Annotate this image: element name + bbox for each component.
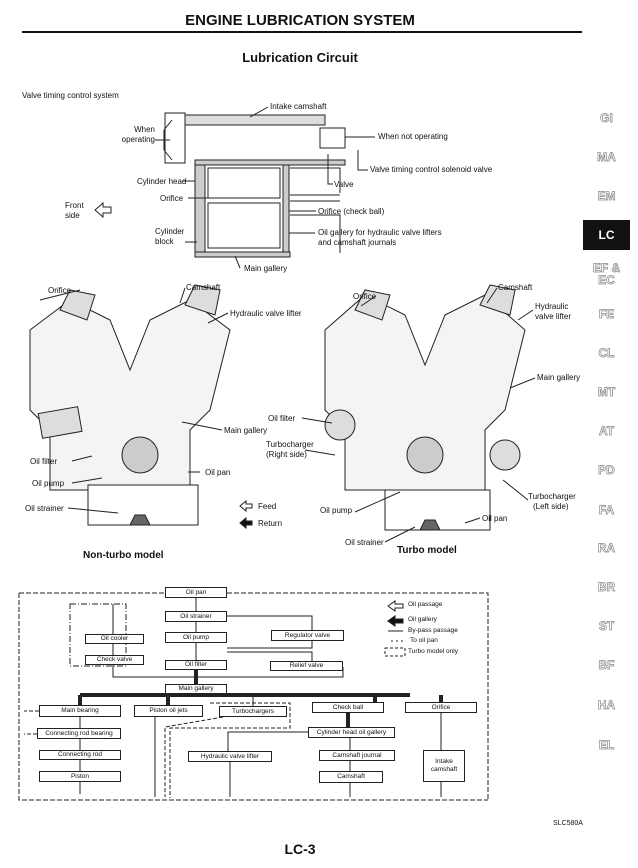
flow-main-gallery: Main gallery: [165, 684, 227, 694]
flow-oil-filter: Oil filter: [165, 660, 227, 670]
flow-turbochargers: Turbochargers: [219, 706, 287, 717]
flow-oil-cooler: Oil cooler: [85, 634, 144, 644]
t-oil-pump: Oil pump: [320, 506, 353, 515]
flow-oil-pump: Oil pump: [165, 632, 227, 643]
nt-oil-pan: Oil pan: [205, 468, 231, 477]
side-tab-ra[interactable]: RA: [597, 541, 616, 555]
flow-connecting-rod: Connecting rod: [39, 750, 121, 760]
label-oil-gallery-2: and camshaft journals: [318, 238, 397, 247]
vtc-system-label: Valve timing control system: [22, 91, 119, 100]
t-oil-strainer: Oil strainer: [345, 538, 384, 547]
side-tab-ha[interactable]: HA: [597, 698, 616, 712]
t-hvl-2: valve lifter: [535, 312, 572, 321]
flow-camshaft-journal: Camshaft journal: [319, 750, 395, 761]
legend-feed: Feed: [258, 502, 277, 511]
figure-code: SLC580A: [553, 820, 583, 827]
label-valve: Valve: [334, 180, 354, 189]
t-orifice: Orifice: [353, 292, 377, 301]
label-solenoid-valve: Valve timing control solenoid valve: [370, 165, 493, 174]
t-turbo-left-2: (Left side): [533, 502, 569, 511]
side-tab-fa[interactable]: FA: [598, 503, 615, 517]
side-tab-el[interactable]: EL: [598, 738, 615, 752]
label-orifice-check-ball: Orifice (check ball): [318, 207, 385, 216]
flow-hydraulic-valve-lifter: Hydraulic valve lifter: [188, 751, 272, 762]
section-title: Lubrication Circuit: [242, 50, 358, 65]
flow-piston: Piston: [39, 771, 121, 782]
label-main-gallery: Main gallery: [244, 264, 288, 273]
side-tab-bf[interactable]: BF: [598, 658, 615, 672]
side-tab-mt[interactable]: MT: [597, 385, 616, 399]
side-tab-cl[interactable]: CL: [598, 346, 615, 360]
t-caption: Turbo model: [397, 545, 457, 556]
flow-oil-strainer: Oil strainer: [165, 611, 227, 622]
side-tab-lc[interactable]: LC: [583, 220, 630, 250]
label-oil-gallery-1: Oil gallery for hydraulic valve lifters: [318, 228, 442, 237]
page-title: ENGINE LUBRICATION SYSTEM: [185, 12, 415, 29]
t-camshaft: Camshaft: [498, 283, 533, 292]
nt-orifice: Orifice: [48, 286, 72, 295]
t-oil-filter: Oil filter: [268, 414, 296, 423]
flow-relief-valve: Relief valve: [270, 661, 343, 671]
legend-oil-gallery: Oil gallery: [408, 616, 437, 623]
t-oil-pan: Oil pan: [482, 514, 508, 523]
t-main-gallery: Main gallery: [537, 373, 581, 382]
flow-regulator-valve: Regulator valve: [271, 630, 344, 641]
side-tab-ef-ec[interactable]: EF & EC: [592, 261, 621, 287]
legend-oil-passage: Oil passage: [408, 601, 443, 608]
side-tab-ma[interactable]: MA: [597, 150, 616, 164]
flow-check-ball: Check ball: [312, 702, 384, 713]
t-turbo-left-1: Turbocharger: [528, 492, 576, 501]
t-turbo-right-2: (Right side): [266, 450, 307, 459]
side-tab-st[interactable]: ST: [598, 619, 615, 633]
flow-camshaft: Camshaft: [319, 771, 383, 783]
legend-to-oil-pan: To oil pan: [410, 637, 438, 644]
flow-check-valve: Check valve: [85, 655, 144, 665]
nt-oil-filter: Oil filter: [30, 457, 58, 466]
flow-main-bearing: Main bearing: [39, 705, 121, 717]
flow-intake-camshaft: Intake camshaft: [423, 750, 465, 782]
legend-turbo-only: Turbo model only: [408, 648, 458, 655]
side-tab-at[interactable]: AT: [598, 424, 615, 438]
nt-oil-strainer: Oil strainer: [25, 504, 64, 513]
flow-piston-oil-jets: Piston oil jets: [134, 705, 203, 717]
side-tab-fe[interactable]: FE: [598, 307, 615, 321]
flow-orifice: Orifice: [405, 702, 477, 713]
flow-cylinder-head-oil-gallery: Cylinder head oil gallery: [308, 727, 395, 738]
nt-camshaft: Camshaft: [186, 283, 221, 292]
nt-oil-pump: Oil pump: [32, 479, 65, 488]
label-when-not-operating: When not operating: [378, 132, 448, 141]
flow-connecting-rod-bearing: Connecting rod bearing: [37, 728, 121, 739]
legend-return: Return: [258, 519, 283, 528]
t-turbo-right-1: Turbocharger: [266, 440, 314, 449]
flow-oil-pan: Oil pan: [165, 587, 227, 598]
label-when-operating: When operating: [121, 125, 155, 144]
side-tab-pd[interactable]: PD: [598, 463, 615, 477]
label-cylinder-head: Cylinder head: [137, 177, 187, 186]
page-number: LC-3: [284, 841, 316, 857]
label-intake-camshaft: Intake camshaft: [270, 102, 327, 111]
label-front-side: Front side: [65, 201, 84, 220]
side-tab-em[interactable]: EM: [597, 189, 616, 203]
nt-main-gallery: Main gallery: [224, 426, 268, 435]
label-cylinder-block: Cylinder block: [155, 227, 185, 246]
side-tab-gi[interactable]: GI: [600, 111, 613, 125]
title-rule: [22, 31, 582, 33]
side-tab-br[interactable]: BR: [597, 580, 616, 594]
nt-caption: Non-turbo model: [83, 550, 164, 561]
legend-bypass: By-pass passage: [408, 627, 458, 634]
nt-hvl: Hydraulic valve lifter: [230, 309, 302, 318]
label-orifice: Orifice: [160, 194, 184, 203]
t-hvl-1: Hydraulic: [535, 302, 569, 311]
